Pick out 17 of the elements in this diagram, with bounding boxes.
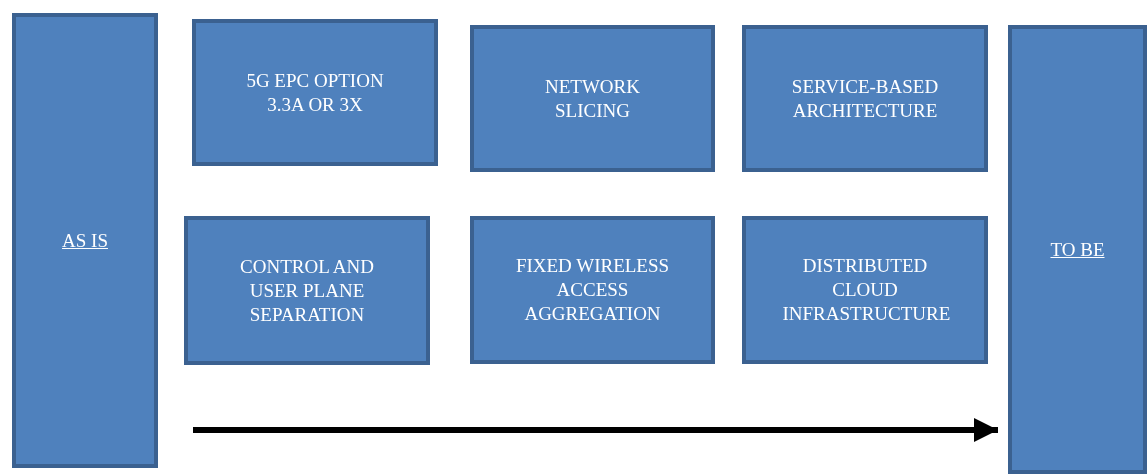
- process-box: [1008, 25, 1147, 474]
- box-label: TO BE: [1049, 237, 1106, 262]
- process-box: [742, 25, 988, 172]
- box-label: DISTRIBUTED CLOUD INFRASTRUCTURE: [781, 254, 952, 326]
- process-box: [12, 13, 158, 468]
- arrow: [193, 418, 998, 442]
- box-label: FIXED WIRELESS ACCESS AGGREGATION: [514, 254, 671, 326]
- process-box: [184, 216, 430, 365]
- process-box: [470, 216, 715, 364]
- box-label: CONTROL AND USER PLANE SEPARATION: [239, 254, 375, 327]
- box-label: AS IS: [61, 228, 109, 253]
- box-label: NETWORK SLICING: [544, 74, 641, 123]
- process-box: [192, 19, 438, 166]
- process-box: [470, 25, 715, 172]
- process-box: [742, 216, 988, 364]
- box-label: SERVICE-BASED ARCHITECTURE: [790, 74, 940, 123]
- box-label: 5G EPC OPTION 3.3A OR 3X: [245, 68, 385, 117]
